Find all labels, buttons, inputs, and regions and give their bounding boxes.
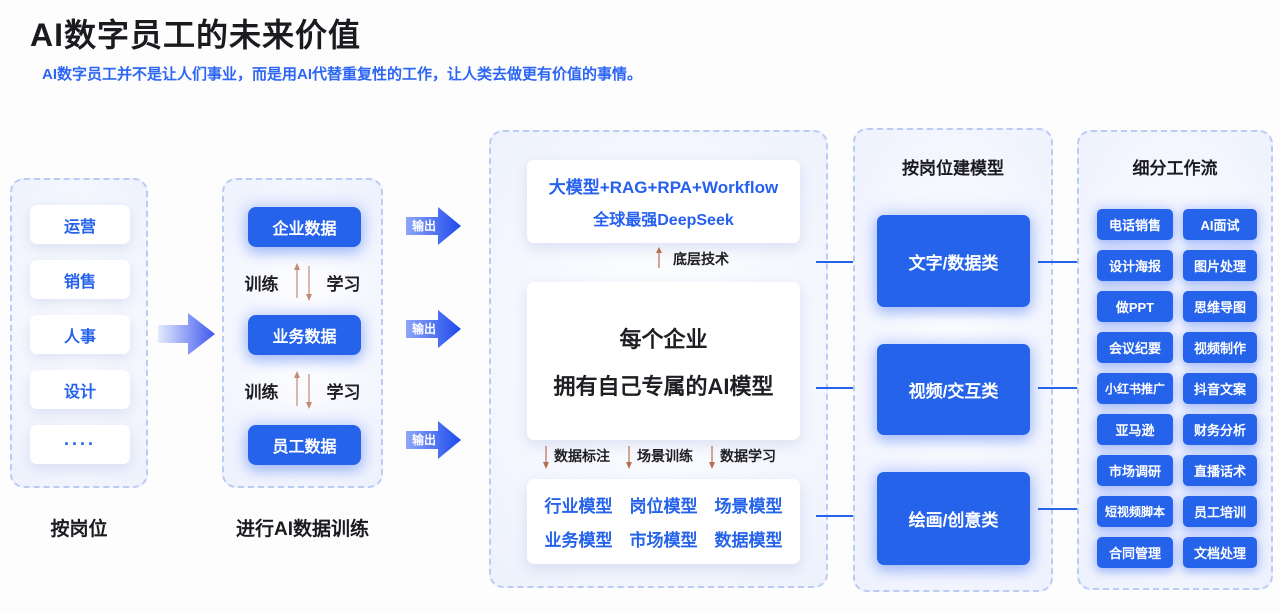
workflow-item: 市场调研 xyxy=(1097,455,1173,486)
training-step: 数据学习 xyxy=(707,446,776,470)
down-arrow-icon xyxy=(543,446,549,469)
enterprise-model-card: 每个企业 拥有自己专属的AI模型 xyxy=(527,282,800,440)
up-arrow-icon xyxy=(656,247,662,268)
category-drawing-creative: 绘画/创意类 xyxy=(877,472,1030,565)
workflow-item: 短视频脚本 xyxy=(1097,496,1173,527)
positions-panel: 运营 销售 人事 设计 ···· xyxy=(10,178,148,488)
position-card: 设计 xyxy=(30,370,130,409)
flow-arrow-icon xyxy=(158,313,215,355)
workflow-item: 电话销售 xyxy=(1097,209,1173,240)
category-text-data: 文字/数据类 xyxy=(877,215,1030,307)
output-arrow-icon: 输出 xyxy=(406,206,462,246)
data-block-employee: 员工数据 xyxy=(248,425,361,465)
down-arrow-icon xyxy=(709,446,715,469)
model-row: 业务模型 市场模型 数据模型 xyxy=(544,531,783,550)
category-panel-title: 按岗位建模型 xyxy=(902,159,1004,178)
down-arrow-icon xyxy=(626,446,632,469)
up-down-arrows-icon xyxy=(293,263,312,301)
data-block-business: 业务数据 xyxy=(248,315,361,355)
position-card: 运营 xyxy=(30,205,130,244)
workflow-item: 小红书推广 xyxy=(1097,373,1173,404)
workflow-item: 文档处理 xyxy=(1183,537,1257,568)
train-learn-row: 训练 学习 xyxy=(224,262,381,302)
position-card: 销售 xyxy=(30,260,130,299)
model-panel: 大模型+RAG+RPA+Workflow 全球最强DeepSeek 底层技术 每… xyxy=(489,130,828,588)
model-row: 行业模型 岗位模型 场景模型 xyxy=(544,497,783,516)
workflow-item: 会议纪要 xyxy=(1097,332,1173,363)
data-block-enterprise: 企业数据 xyxy=(248,207,361,247)
workflow-item: 员工培训 xyxy=(1183,496,1257,527)
workflow-item: 财务分析 xyxy=(1183,414,1257,445)
training-caption: 进行AI数据训练 xyxy=(235,519,369,540)
category-panel: 按岗位建模型 文字/数据类 视频/交互类 绘画/创意类 xyxy=(853,128,1053,592)
training-panel: 企业数据 训练 学习 业务数据 训练 学习 员工数据 xyxy=(222,178,383,488)
model-types-card: 行业模型 岗位模型 场景模型 业务模型 市场模型 数据模型 xyxy=(527,479,800,564)
positions-caption: 按岗位 xyxy=(50,519,108,540)
workflow-item: 视频制作 xyxy=(1183,332,1257,363)
workflow-item: AI面试 xyxy=(1183,209,1257,240)
page-title: AI数字员工的未来价值 xyxy=(30,17,362,53)
training-steps-row: 数据标注 场景训练 数据学习 xyxy=(491,446,826,470)
position-card-more: ···· xyxy=(30,425,130,464)
up-down-arrows-icon xyxy=(293,371,312,409)
workflow-item: 做PPT xyxy=(1097,291,1173,322)
workflow-item: 直播话术 xyxy=(1183,455,1257,486)
page-subtitle: AI数字员工并不是让人们事业，而是用AI代替重复性的工作，让人类去做更有价值的事… xyxy=(42,66,643,83)
train-learn-row: 训练 学习 xyxy=(224,370,381,410)
workflow-item: 思维导图 xyxy=(1183,291,1257,322)
workflow-item: 亚马逊 xyxy=(1097,414,1173,445)
workflow-panel: 细分工作流 电话销售 AI面试 设计海报 图片处理 做PPT 思维导图 会议纪要… xyxy=(1077,130,1273,590)
workflow-item: 图片处理 xyxy=(1183,250,1257,281)
training-step: 场景训练 xyxy=(624,446,693,470)
tech-stack-card: 大模型+RAG+RPA+Workflow 全球最强DeepSeek xyxy=(527,160,800,243)
workflow-item: 设计海报 xyxy=(1097,250,1173,281)
training-step: 数据标注 xyxy=(541,446,610,470)
base-tech-label: 底层技术 xyxy=(654,247,729,269)
workflow-item: 抖音文案 xyxy=(1183,373,1257,404)
workflow-item: 合同管理 xyxy=(1097,537,1173,568)
category-video-interactive: 视频/交互类 xyxy=(877,344,1030,435)
output-arrow-icon: 输出 xyxy=(406,420,462,460)
output-arrow-icon: 输出 xyxy=(406,309,462,349)
position-card: 人事 xyxy=(30,315,130,354)
workflow-panel-title: 细分工作流 xyxy=(1132,159,1218,178)
